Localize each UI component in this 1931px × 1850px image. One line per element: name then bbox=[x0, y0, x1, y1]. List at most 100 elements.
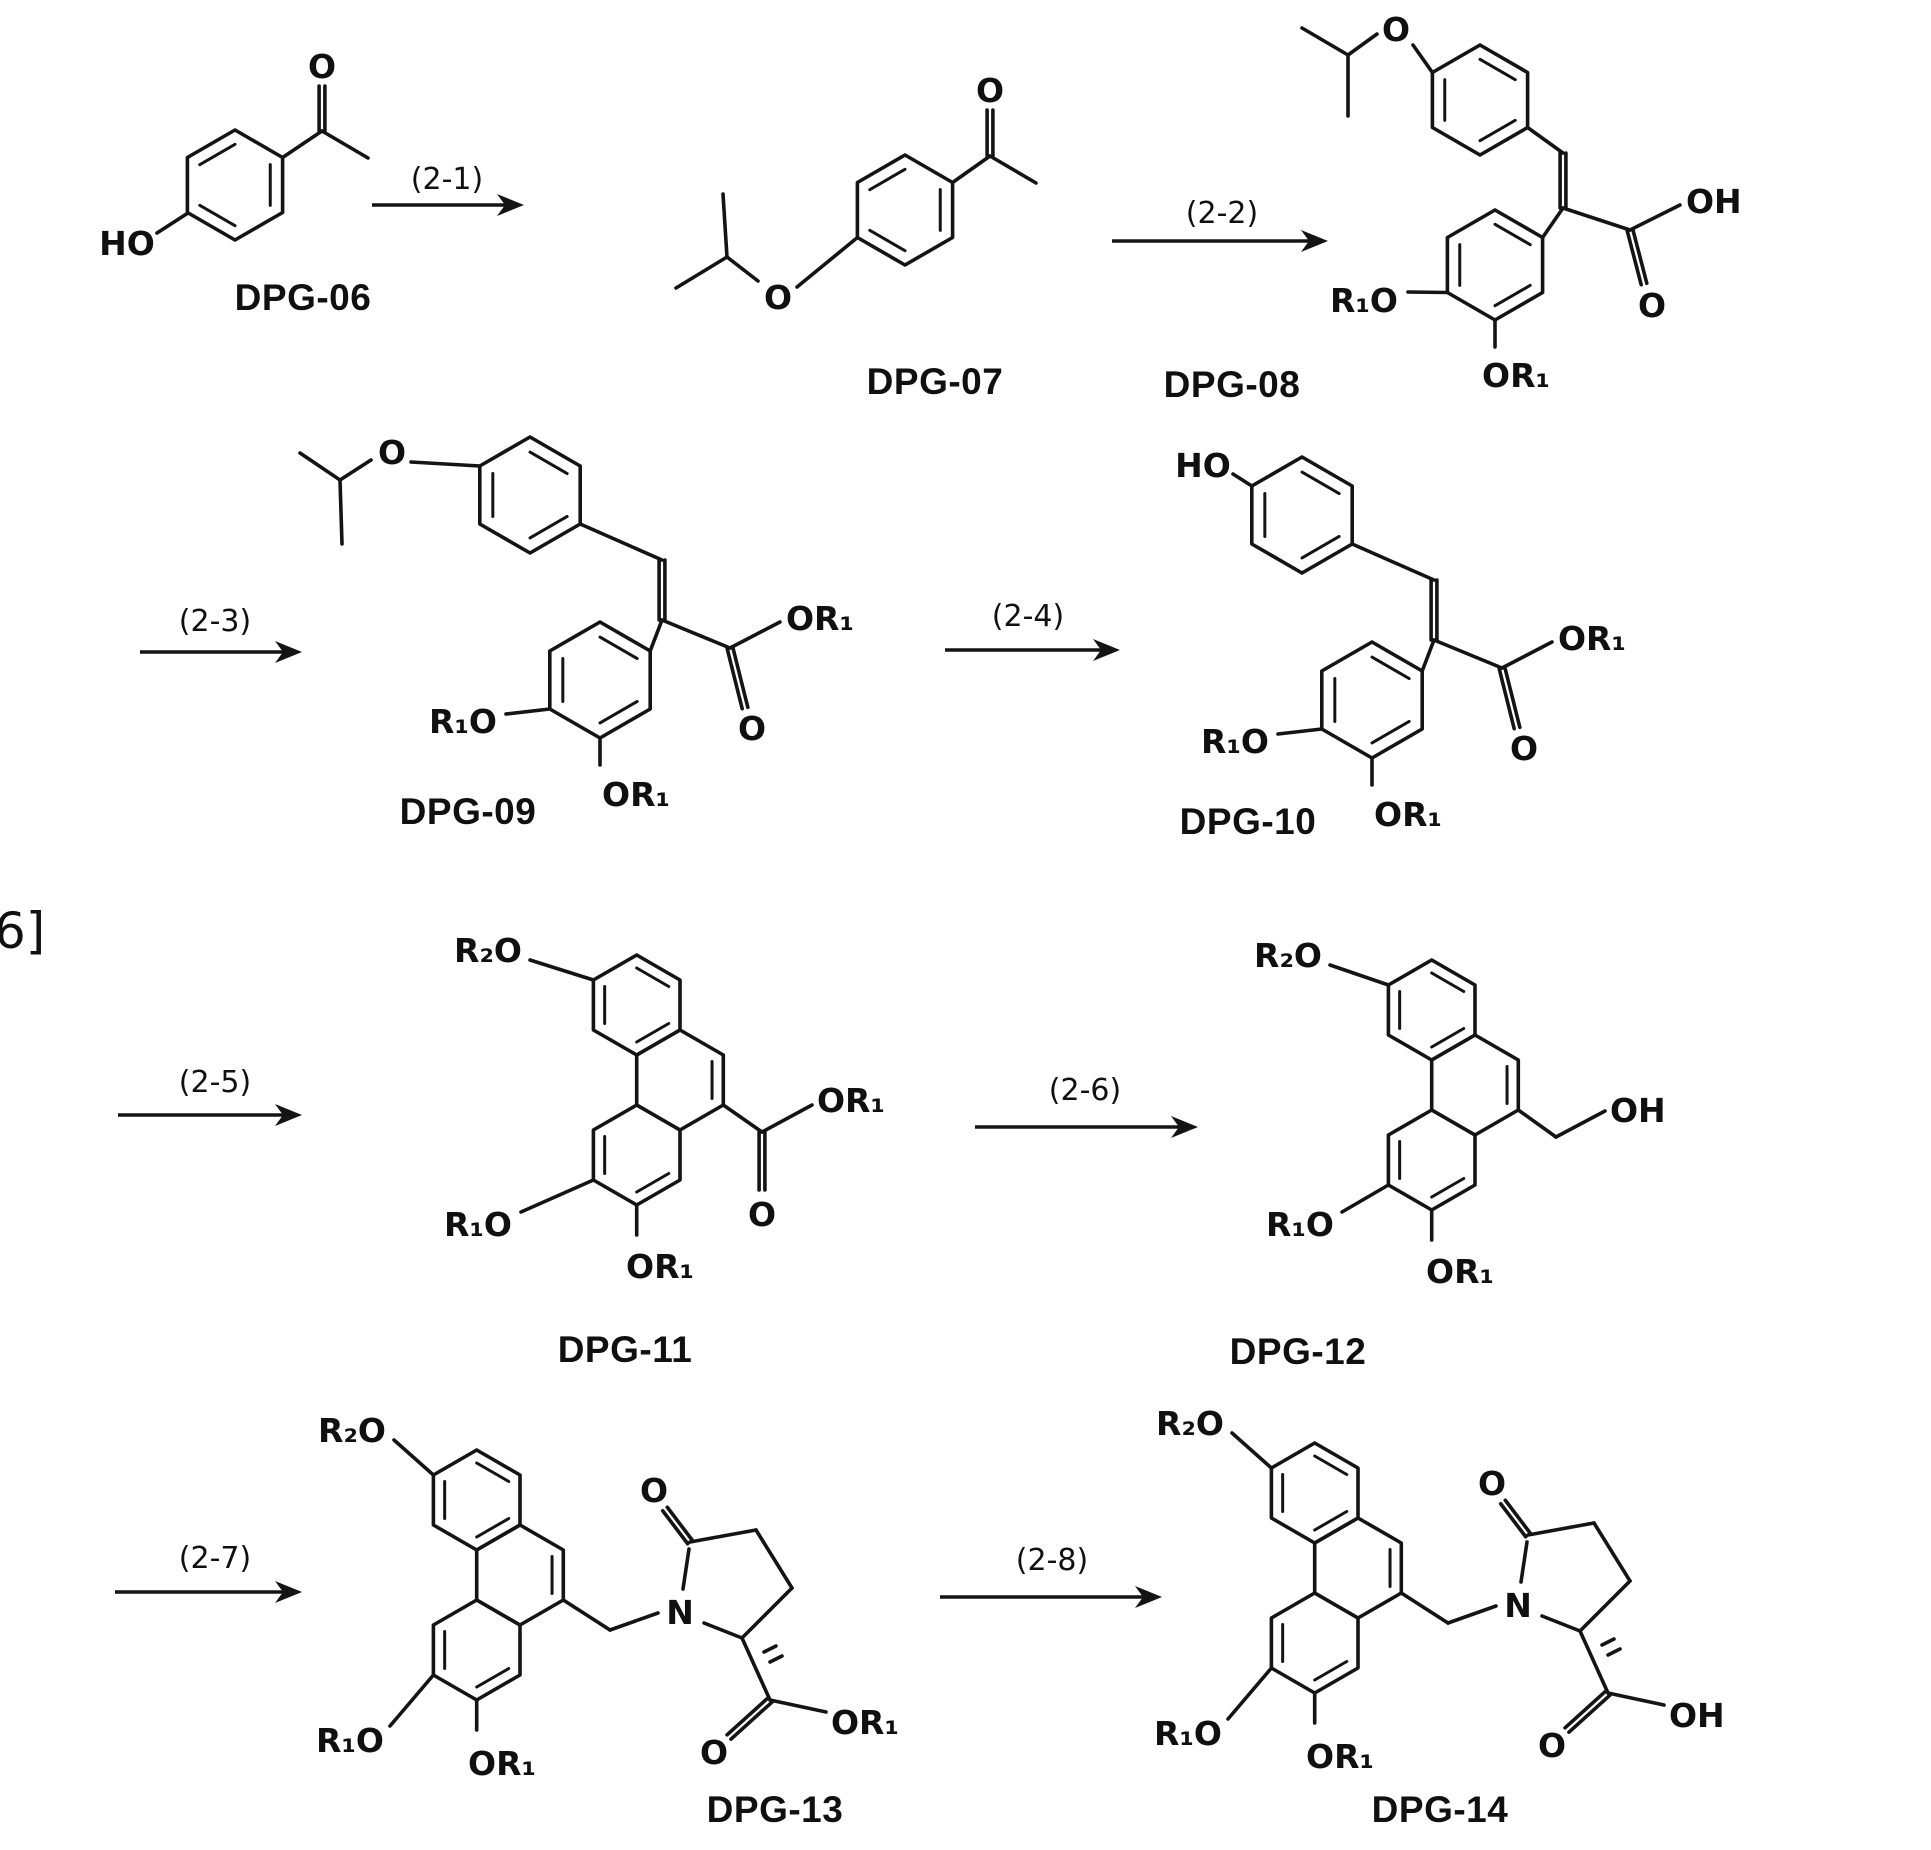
dpg08-oh-label: OH bbox=[1686, 182, 1742, 221]
arrow-step-2-4-label: (2-4) bbox=[992, 599, 1064, 634]
margin-note: 6] bbox=[0, 902, 45, 960]
dpg10-r1o-label: R₁O bbox=[1201, 722, 1269, 761]
dpg14-r2o-label: R₂O bbox=[1156, 1404, 1224, 1443]
dpg06-ho-label: HO bbox=[99, 224, 155, 263]
dpg11-bond-5 bbox=[760, 1103, 814, 1134]
dpg09-bond-0 bbox=[298, 451, 342, 482]
arrow-step-2-3: (2-3) bbox=[140, 604, 302, 663]
dpg12-ring-1-double-bond bbox=[1430, 1027, 1466, 1049]
arrow-step-2-3-label: (2-3) bbox=[179, 604, 251, 639]
dpg14-bond-6 bbox=[1526, 1521, 1596, 1537]
dpg08-bond-9 bbox=[1628, 203, 1682, 232]
dpg10-double-bond-5 bbox=[1503, 665, 1522, 730]
arrow-step-2-7-head-icon bbox=[275, 1581, 302, 1603]
dpg14-bond-4 bbox=[1446, 1604, 1498, 1625]
arrow-step-2-7: (2-7) bbox=[115, 1541, 302, 1603]
arrow-step-2-1: (2-1) bbox=[372, 162, 524, 216]
dpg12-or1-label: OR₁ bbox=[1426, 1252, 1494, 1291]
dpg09-bond-3 bbox=[409, 460, 482, 468]
dpg13-ring-3 bbox=[431, 1598, 522, 1702]
dpg10-bond-4 bbox=[1432, 638, 1504, 670]
dpg09-ring-1 bbox=[477, 435, 583, 555]
dpg13-caption: DPG-13 bbox=[707, 1789, 844, 1830]
dpg06-bond-0 bbox=[155, 211, 190, 235]
dpg10-or1-label: OR₁ bbox=[1374, 795, 1442, 834]
dpg12-ring-2 bbox=[1429, 1033, 1521, 1137]
dpg13-double-bond-12 bbox=[729, 1700, 774, 1741]
dpg06-caption: DPG-06 bbox=[235, 277, 372, 318]
dpg11-or1-label: OR₁ bbox=[626, 1247, 694, 1286]
dpg07-bond-6 bbox=[988, 154, 1038, 185]
dpg12-ring-3 bbox=[1386, 1108, 1477, 1212]
dpg11-ring-3-double-bond bbox=[635, 1172, 671, 1194]
dpg13-bond-6 bbox=[688, 1528, 758, 1544]
dpg11-caption: DPG-11 bbox=[558, 1329, 693, 1370]
dpg08-ring-2-double-bond bbox=[1493, 283, 1532, 308]
dpg14-double-bond-10 bbox=[1498, 1501, 1528, 1539]
dpg12-bond-3 bbox=[1516, 1108, 1558, 1139]
dpg08-ring-2 bbox=[1445, 208, 1545, 322]
dpg11-ring-1 bbox=[591, 953, 682, 1057]
arrow-step-2-5: (2-5) bbox=[118, 1065, 302, 1126]
dpg08-bond-2 bbox=[1346, 32, 1379, 57]
dpg10-ring-2 bbox=[1320, 640, 1424, 760]
dpg14-r1o-label: R₁O bbox=[1154, 1714, 1222, 1753]
dpg09-bond-2 bbox=[338, 458, 373, 482]
dpg09-carbonyl-o-label: O bbox=[738, 709, 766, 748]
dpg08-double-bond-8 bbox=[1625, 228, 1643, 287]
arrow-step-2-1-head-icon bbox=[497, 194, 524, 216]
dpg09-caption: DPG-09 bbox=[400, 791, 537, 832]
dpg06-bond-1 bbox=[280, 129, 324, 160]
dpg10-double-bond-5 bbox=[1497, 666, 1516, 731]
dpg13-bond-3 bbox=[561, 1598, 612, 1632]
dpg08-double-bond-8 bbox=[1631, 227, 1649, 286]
dpg09-r1o-label: R₁O bbox=[429, 702, 497, 741]
arrow-step-2-4: (2-4) bbox=[945, 599, 1120, 661]
dpg08-r1o-label: R₁O bbox=[1330, 281, 1398, 320]
arrow-step-2-2: (2-2) bbox=[1112, 196, 1328, 252]
dpg08-bond-0 bbox=[1300, 26, 1350, 57]
dpg14-bond-8 bbox=[1578, 1579, 1632, 1633]
dpg13-ester-or1-label: OR₁ bbox=[831, 1703, 899, 1742]
dpg07-ring-1 bbox=[855, 153, 955, 267]
dpg10-bond-6 bbox=[1500, 640, 1554, 670]
dpg13-or1-label: OR₁ bbox=[468, 1744, 536, 1783]
dpg14-or1-label: OR₁ bbox=[1306, 1737, 1374, 1776]
arrow-step-2-4-head-icon bbox=[1093, 639, 1120, 661]
dpg07-ether-o-label: O bbox=[764, 278, 792, 317]
dpg11-ring-3 bbox=[591, 1103, 682, 1207]
dpg09-bond-1 bbox=[338, 478, 344, 546]
dpg14-bond-11 bbox=[1578, 1629, 1610, 1695]
dpg07-ketone-o-label: O bbox=[976, 71, 1004, 110]
dpg13-bond-15 bbox=[768, 1654, 784, 1664]
dpg14-bond-9 bbox=[1540, 1614, 1582, 1633]
dpg07-bond-4 bbox=[950, 154, 992, 185]
dpg13-bond-9 bbox=[702, 1621, 744, 1640]
dpg08-ring-2-double-bond bbox=[1493, 222, 1532, 247]
dpg13-bond-14 bbox=[762, 1644, 778, 1654]
dpg11-r1o-label: R₁O bbox=[444, 1205, 512, 1244]
dpg09-ring-2 bbox=[547, 620, 653, 740]
dpg13-n-label: N bbox=[666, 1593, 694, 1632]
dpg13-bond-0 bbox=[392, 1438, 436, 1477]
dpg14-lactam-o-label: O bbox=[1478, 1464, 1506, 1503]
dpg08-bond-10 bbox=[1406, 290, 1450, 295]
arrow-step-2-8: (2-8) bbox=[940, 1543, 1162, 1608]
dpg09-bond-6 bbox=[648, 618, 664, 653]
dpg08-bond-6 bbox=[1540, 206, 1565, 240]
dpg13-ring-1-double-bond bbox=[475, 1517, 511, 1539]
dpg13-ring-3-double-bond bbox=[475, 1667, 511, 1689]
dpg10-bond-3 bbox=[1420, 638, 1436, 673]
dpg12-caption: DPG-12 bbox=[1230, 1331, 1367, 1372]
arrow-step-2-2-head-icon bbox=[1301, 230, 1328, 252]
dpg09-double-bond-8 bbox=[731, 645, 750, 710]
dpg10-ho-label: HO bbox=[1175, 446, 1231, 485]
dpg06-ring-1-double-bond bbox=[198, 142, 237, 167]
dpg14-bond-13 bbox=[1606, 1691, 1666, 1707]
dpg06-ring-1-double-bond bbox=[198, 203, 237, 228]
arrow-step-2-5-head-icon bbox=[275, 1104, 302, 1126]
